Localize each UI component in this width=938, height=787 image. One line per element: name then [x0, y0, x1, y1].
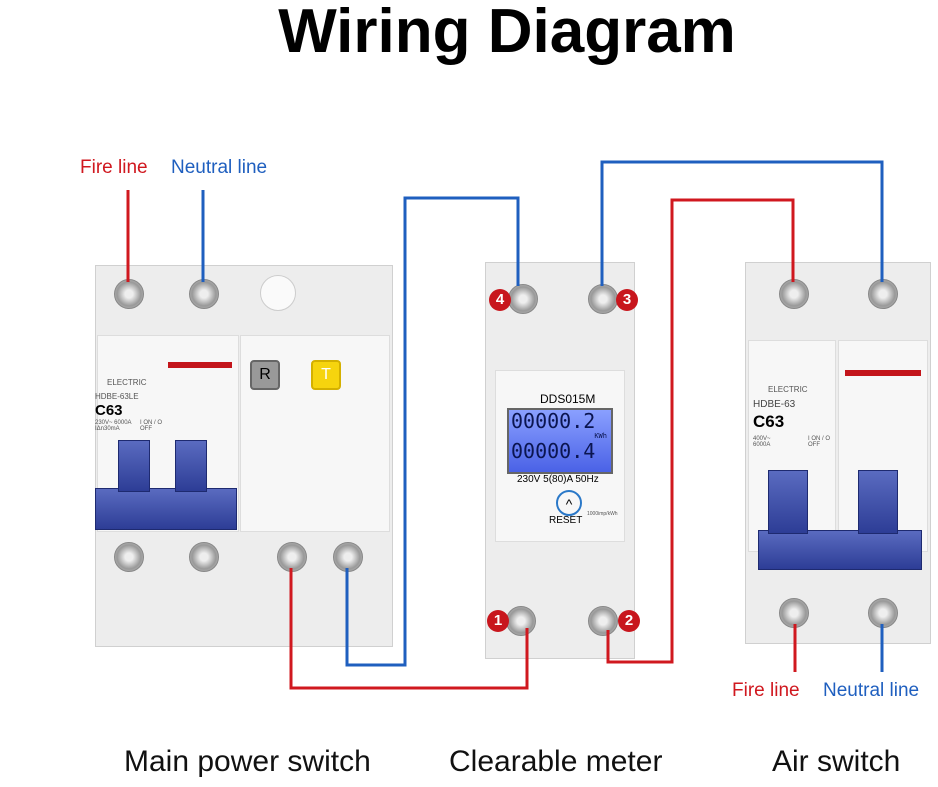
terminal-badge-3: 3 [616, 289, 638, 311]
meter-spec: 230V 5(80)A 50Hz [517, 474, 599, 485]
reset-label: RESET [549, 515, 583, 526]
terminal-badge-4: 4 [489, 289, 511, 311]
main-switch-bottom-terminal-2 [189, 542, 219, 572]
reset-r-button[interactable]: R [250, 360, 280, 390]
caption-air-switch: Air switch [772, 745, 901, 778]
main-switch-onoff: I ON / O OFF [140, 420, 163, 432]
meter-terminal-4 [508, 284, 538, 314]
meter-model: DDS015M [540, 392, 596, 406]
page-title: Wiring Diagram [278, 0, 736, 66]
wire-fire-switch-to-meter-1 [289, 568, 529, 690]
caption-clearable-meter: Clearable meter [449, 745, 663, 778]
meter-reading-1: 00000.2 [511, 409, 596, 433]
main-switch-rating: C63 [95, 402, 123, 419]
air-switch-handle[interactable] [758, 530, 922, 570]
main-switch-handle[interactable] [95, 488, 237, 530]
main-switch-indicator [168, 362, 232, 368]
main-switch-test-window [260, 275, 296, 311]
reset-button[interactable]: ^ [556, 490, 582, 516]
main-switch-brand: ELECTRIC [107, 378, 147, 387]
main-switch-top-terminal-neutral [189, 279, 219, 309]
air-switch-model: HDBE-63 [753, 399, 796, 410]
meter-unit: KWh [594, 432, 607, 440]
terminal-badge-1: 1 [487, 610, 509, 632]
wire-neutral-switch-to-meter-4 [345, 196, 520, 667]
fire-line-label-bottom: Fire line [732, 680, 800, 701]
air-switch-brand: ELECTRIC [768, 385, 808, 394]
air-switch-lever-2[interactable] [858, 470, 898, 534]
meter-imp: 1000imp/kWh [587, 511, 618, 517]
main-switch-specs: 230V~ 6000A IΔn30mA [95, 420, 132, 432]
air-switch-specs: 400V~ 6000A [753, 436, 771, 448]
air-switch-bottom-terminal-neutral [868, 598, 898, 628]
wire-fire-meter-2-to-air [606, 198, 795, 664]
meter-terminal-1 [506, 606, 536, 636]
air-switch-top-terminal-fire [779, 279, 809, 309]
wire-neutral-meter-3-to-air [600, 160, 884, 286]
test-t-button[interactable]: T [311, 360, 341, 390]
meter-terminal-2 [588, 606, 618, 636]
air-switch-indicator [845, 370, 921, 376]
caption-main-power-switch: Main power switch [124, 745, 371, 778]
main-switch-handle-lever-2[interactable] [175, 440, 207, 492]
air-switch-lever-1[interactable] [768, 470, 808, 534]
air-switch-onoff: I ON / O OFF [808, 436, 831, 448]
main-switch-top-terminal-fire [114, 279, 144, 309]
neutral-line-label-top: Neutral line [171, 157, 268, 178]
main-switch-bottom-terminal-1 [114, 542, 144, 572]
main-switch-output-fire-terminal [277, 542, 307, 572]
main-switch-handle-lever-1[interactable] [118, 440, 150, 492]
fire-line-label-top: Fire line [80, 157, 148, 178]
terminal-badge-2: 2 [618, 610, 640, 632]
air-switch-top-terminal-neutral [868, 279, 898, 309]
meter-reading-2: 00000.4 [511, 439, 596, 463]
main-switch-model: HDBE-63LE [95, 392, 139, 401]
air-switch-rating: C63 [753, 412, 785, 431]
meter-lcd: 00000.2 KWh 00000.4 [507, 408, 613, 474]
neutral-line-label-bottom: Neutral line [823, 680, 920, 701]
